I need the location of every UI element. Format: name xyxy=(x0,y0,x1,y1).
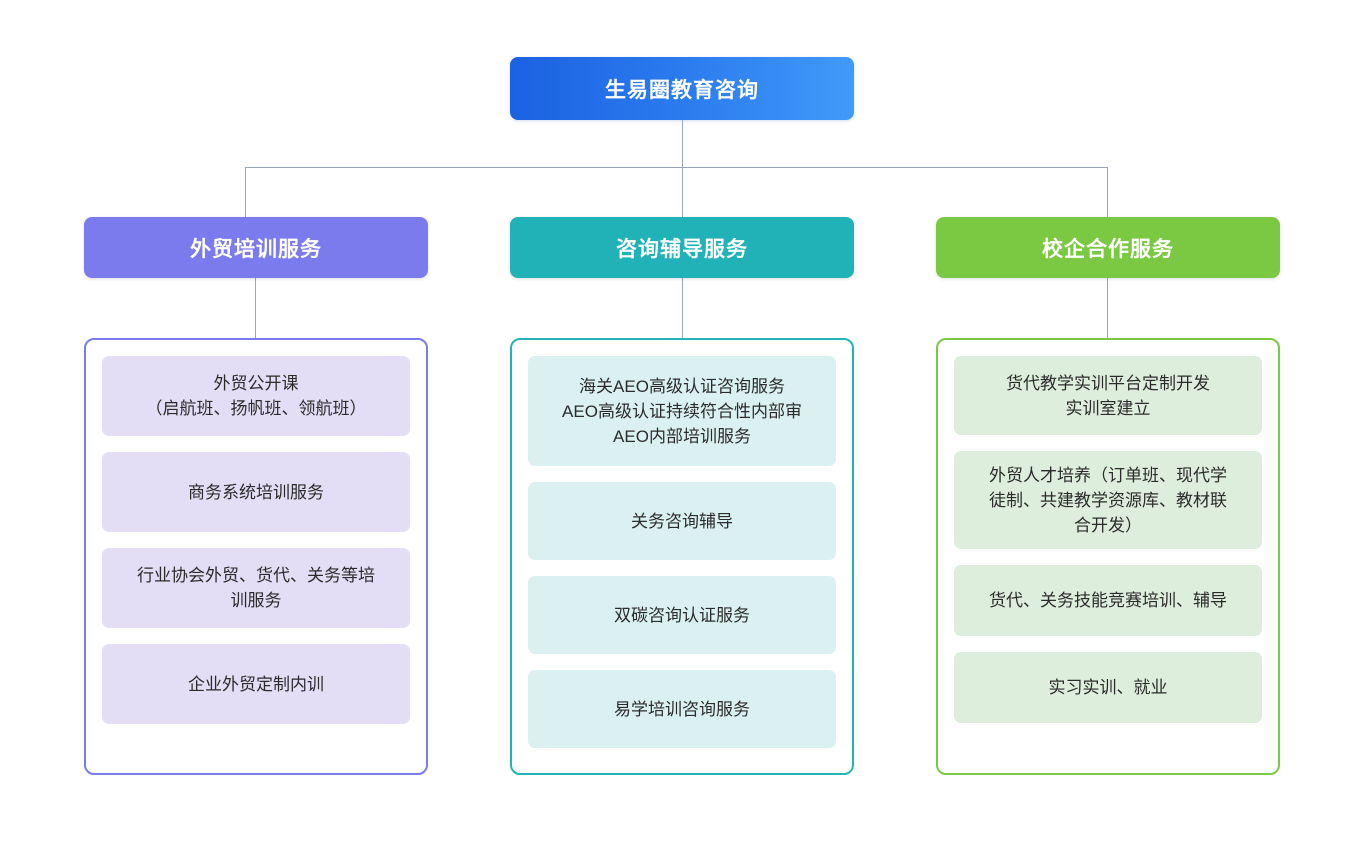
branch-item[interactable]: 商务系统培训服务 xyxy=(102,452,410,532)
branch-item[interactable]: 企业外贸定制内训 xyxy=(102,644,410,724)
connector-branch-1-to-container xyxy=(682,278,683,338)
branch-item-label: 货代、关务技能竞赛培训、辅导 xyxy=(989,591,1227,610)
branch-header-label: 外贸培训服务 xyxy=(190,237,322,261)
branch-item[interactable]: 易学培训咨询服务 xyxy=(528,670,836,748)
branch-item-label: 双碳咨询认证服务 xyxy=(614,605,750,625)
branch-item-label: 海关AEO高级认证咨询服务 AEO高级认证持续符合性内部审 AEO内部培训服务 xyxy=(562,376,802,446)
branch-item[interactable]: 外贸人才培养（订单班、现代学 徒制、共建教学资源库、教材联 合开发） xyxy=(954,451,1262,549)
branch-item[interactable]: 货代、关务技能竞赛培训、辅导 xyxy=(954,565,1262,636)
branch-item-label: 行业协会外贸、货代、关务等培 训服务 xyxy=(137,566,375,610)
connector-bus-to-branch-0 xyxy=(245,167,246,217)
branch-item-label: 外贸公开课 （启航班、扬帆班、领航班） xyxy=(145,374,367,418)
branch-header-consulting[interactable]: 咨询辅导服务 xyxy=(510,217,854,278)
branch-item[interactable]: 海关AEO高级认证咨询服务 AEO高级认证持续符合性内部审 AEO内部培训服务 xyxy=(528,356,836,466)
branch-item-label: 关务咨询辅导 xyxy=(631,511,733,531)
branch-item-label: 企业外贸定制内训 xyxy=(188,674,324,694)
branch-item-label: 商务系统培训服务 xyxy=(188,482,324,502)
branch-container-school-enterprise: 货代教学实训平台定制开发 实训室建立 外贸人才培养（订单班、现代学 徒制、共建教… xyxy=(936,338,1280,775)
branch-header-school-enterprise[interactable]: 校企合作服务 xyxy=(936,217,1280,278)
branch-container-consulting: 海关AEO高级认证咨询服务 AEO高级认证持续符合性内部审 AEO内部培训服务 … xyxy=(510,338,854,775)
branch-item-label: 货代教学实训平台定制开发 实训室建立 xyxy=(1006,373,1210,418)
branch-item-label: 实习实训、就业 xyxy=(1048,678,1168,697)
branch-item[interactable]: 外贸公开课 （启航班、扬帆班、领航班） xyxy=(102,356,410,436)
branch-item[interactable]: 行业协会外贸、货代、关务等培 训服务 xyxy=(102,548,410,628)
connector-branch-0-to-container xyxy=(255,278,256,338)
branch-item[interactable]: 关务咨询辅导 xyxy=(528,482,836,560)
branch-header-outbound-training[interactable]: 外贸培训服务 xyxy=(84,217,428,278)
connector-horizontal-bus xyxy=(245,167,1108,168)
branch-item-label: 易学培训咨询服务 xyxy=(614,699,750,719)
connector-root-trunk xyxy=(682,120,683,167)
branch-item[interactable]: 双碳咨询认证服务 xyxy=(528,576,836,654)
root-node-label: 生易圈教育咨询 xyxy=(605,78,759,102)
connector-bus-to-branch-1 xyxy=(682,167,683,217)
branch-item-label: 外贸人才培养（订单班、现代学 徒制、共建教学资源库、教材联 合开发） xyxy=(989,465,1227,535)
connector-bus-to-branch-2 xyxy=(1107,167,1108,217)
branch-item[interactable]: 货代教学实训平台定制开发 实训室建立 xyxy=(954,356,1262,435)
branch-item[interactable]: 实习实训、就业 xyxy=(954,652,1262,723)
root-node[interactable]: 生易圈教育咨询 xyxy=(510,57,854,120)
branch-header-label: 校企合作服务 xyxy=(1042,237,1174,261)
branch-container-outbound-training: 外贸公开课 （启航班、扬帆班、领航班） 商务系统培训服务 行业协会外贸、货代、关… xyxy=(84,338,428,775)
branch-header-label: 咨询辅导服务 xyxy=(616,237,748,261)
connector-branch-2-to-container xyxy=(1107,278,1108,338)
